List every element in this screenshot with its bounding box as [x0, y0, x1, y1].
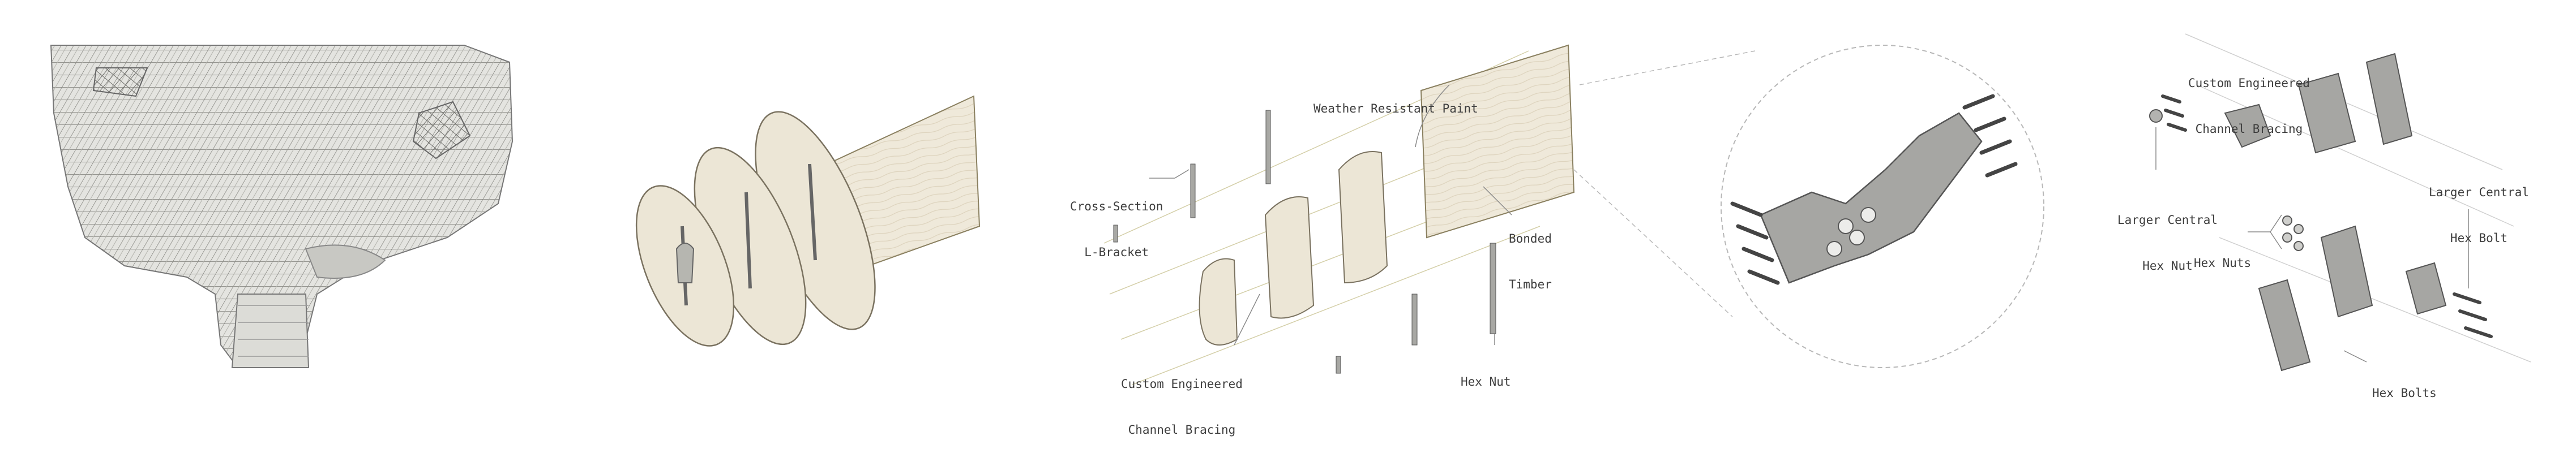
canopy-column: [231, 294, 310, 368]
assembled-ribs-illustration: [635, 95, 981, 347]
canopy-opening-left: [92, 67, 148, 97]
label-bonded-timber: Bonded Timber: [1509, 201, 1552, 308]
label-line: Channel Bracing: [2195, 122, 2303, 136]
plate-top-right: [2365, 53, 2413, 145]
rib-piece-3: [1338, 151, 1388, 284]
leader-hex-bolts: [2343, 350, 2367, 363]
leader-cross-section: [1149, 169, 1189, 179]
label-line: Weather Resistant Paint: [1313, 102, 1478, 115]
hex-nut-central: [2149, 109, 2163, 123]
label-hex-nut: Hex Nut: [1461, 344, 1511, 405]
label-weather-resistant-paint: Weather Resistant Paint: [1313, 71, 1478, 132]
waffle-canopy-illustration: [50, 45, 514, 369]
label-line: Hex Bolts: [2372, 386, 2437, 400]
label-cross-section-l-bracket: Cross-Section L-Bracket: [1070, 169, 1163, 275]
label-line: Custom Engineered: [2188, 76, 2310, 90]
label-custom-engineered-channel-bracing-2: Custom Engineered Channel Bracing: [2188, 45, 2310, 152]
label-line: Cross-Section: [1070, 200, 1163, 213]
label-line: Hex Nut: [2142, 259, 2193, 273]
label-custom-engineered-channel-bracing: Custom Engineered Channel Bracing: [1121, 346, 1243, 453]
plate-bottom-left: [2258, 279, 2311, 372]
rib-piece-2: [1264, 196, 1315, 319]
bracket-exploded-illustration: [2149, 33, 2531, 372]
label-line: Timber: [1509, 278, 1552, 291]
leader-channel: [1234, 294, 1260, 346]
central-piece-bottom: [2405, 262, 2447, 315]
channel-bracing-top: [2297, 72, 2356, 154]
detail-magnifier: [1573, 45, 2044, 368]
central-piece-top: [2224, 103, 2271, 148]
label-line: Channel Bracing: [1128, 423, 1236, 437]
label-line: Larger Central: [2429, 185, 2530, 199]
label-line: Custom Engineered: [1121, 377, 1243, 391]
label-line: Hex Bolt: [2450, 231, 2508, 245]
l-bracket-1: [1265, 110, 1271, 184]
l-bracket-3: [1113, 225, 1118, 243]
l-bracket-6: [1336, 356, 1341, 374]
label-hex-bolts: Hex Bolts: [2372, 355, 2437, 416]
l-bracket-5: [1411, 294, 1418, 346]
magnifier-circle: [1721, 45, 2044, 368]
leader-weather-paint: [1415, 84, 1450, 148]
rib-piece-1: [1199, 258, 1238, 346]
label-line: Larger Central: [2117, 213, 2218, 227]
label-line: Hex Nut: [1461, 375, 1511, 389]
l-bracket-4: [1490, 243, 1496, 334]
timber-panel: [1420, 44, 1575, 239]
canopy-opening-right: [412, 101, 471, 159]
label-line: Bonded: [1509, 232, 1552, 245]
leader-hex-nuts: [2248, 214, 2282, 249]
exploded-assembly-illustration: [1103, 44, 1575, 385]
label-larger-central-hex-nut: Larger Central Hex Nut: [2117, 182, 2218, 289]
label-line: L-Bracket: [1084, 245, 1149, 259]
leader-bonded-timber: [1483, 186, 1512, 215]
label-line: Hex Nuts: [2194, 256, 2252, 270]
detail-bracket-body: [1760, 112, 1983, 284]
label-larger-central-hex-bolt: Larger Central Hex Bolt: [2429, 154, 2529, 261]
label-hex-nuts: Hex Nuts: [2194, 225, 2251, 286]
l-bracket-2: [1190, 163, 1196, 218]
channel-bracing-bottom: [2320, 225, 2373, 318]
